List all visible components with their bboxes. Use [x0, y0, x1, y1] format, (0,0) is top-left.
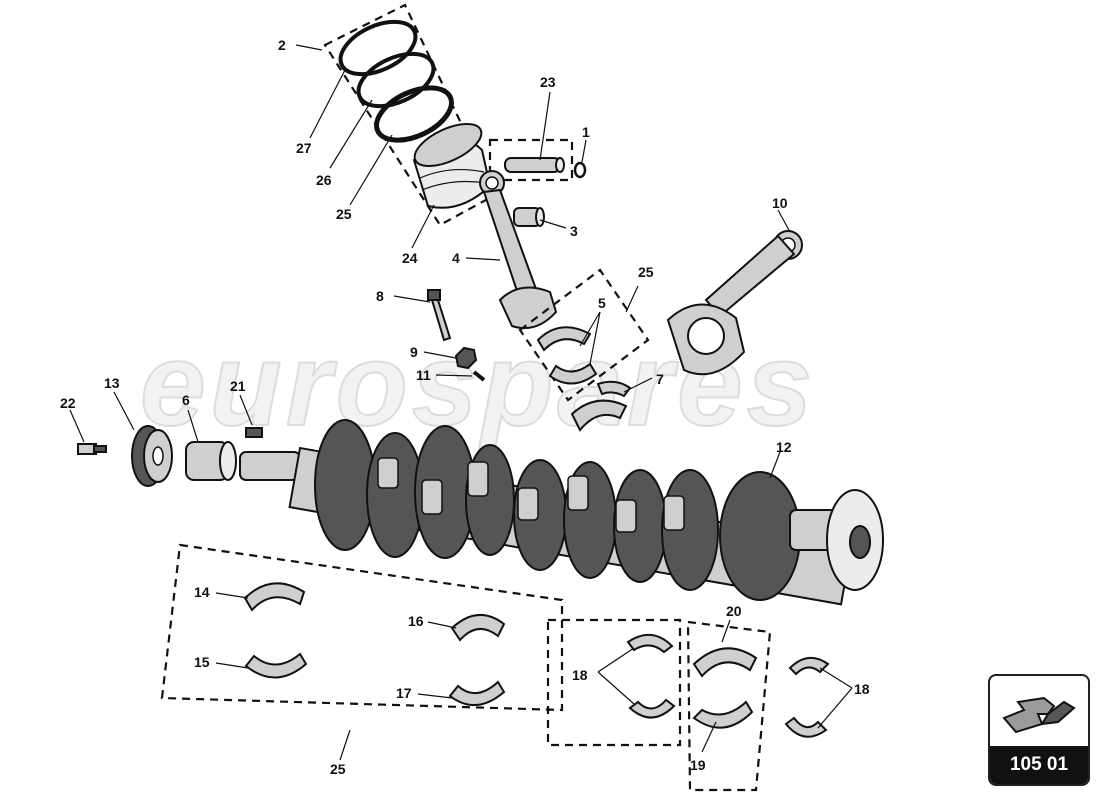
- callout-9: 9: [410, 344, 418, 360]
- small-end-bush: [513, 207, 545, 227]
- connecting-rod-4: [479, 170, 558, 330]
- callout-13: 13: [104, 375, 120, 391]
- callout-11: 11: [416, 367, 431, 383]
- rod-nut: [454, 346, 478, 370]
- callout-24: 24: [402, 250, 418, 266]
- crankshaft: [239, 419, 884, 606]
- callout-18-right: 18: [854, 681, 870, 697]
- arrow-back-icon: [1002, 696, 1076, 734]
- callout-7: 7: [656, 371, 664, 387]
- callout-5: 5: [598, 295, 606, 311]
- callout-15: 15: [194, 654, 210, 670]
- crank-gear: [131, 425, 173, 487]
- callout-18-left: 18: [572, 667, 588, 683]
- woodruff-key: [245, 427, 263, 438]
- piston-ring-26: [356, 51, 436, 109]
- callout-4: 4: [452, 250, 460, 266]
- main-bearing-shell-17: [448, 680, 506, 707]
- callout-2: 2: [278, 37, 286, 53]
- rod-bearing-shell-7: [570, 380, 632, 432]
- reference-badge[interactable]: 105 01: [988, 674, 1090, 786]
- thrust-washer-lower: [628, 698, 676, 719]
- callout-27: 27: [296, 140, 312, 156]
- callout-6: 6: [182, 392, 190, 408]
- callout-8: 8: [376, 288, 384, 304]
- reference-code: 105 01: [990, 746, 1088, 784]
- rear-bearing-shell-20: [692, 647, 758, 678]
- piston-ring-27: [338, 19, 418, 77]
- thrust-washer-right-lower: [784, 716, 828, 738]
- circlip: [573, 161, 587, 179]
- callout-25-piston: 25: [336, 206, 352, 222]
- leader-lines: [69, 44, 853, 761]
- piston-ring-25: [374, 85, 454, 143]
- callout-20: 20: [726, 603, 742, 619]
- callout-25-main: 25: [330, 761, 346, 777]
- callout-10: 10: [772, 195, 788, 211]
- main-bearing-shell-15: [244, 652, 308, 679]
- connecting-rod-10: [666, 230, 803, 376]
- rod-bolt: [427, 289, 452, 342]
- group-box-main-bearings: [160, 543, 564, 712]
- rod-bearing-shell-upper: [536, 326, 592, 352]
- thrust-washer-right-upper: [788, 657, 830, 676]
- callout-3: 3: [570, 223, 578, 239]
- callout-1: 1: [582, 124, 590, 140]
- callout-21: 21: [230, 378, 246, 394]
- callout-14: 14: [194, 584, 210, 600]
- callout-22: 22: [60, 395, 76, 411]
- callout-23: 23: [540, 74, 556, 90]
- main-bearing-shell-16: [450, 614, 506, 642]
- callout-25-rod: 25: [638, 264, 654, 280]
- group-box-wrist-pin: [488, 138, 574, 182]
- main-bearing-shell-14: [243, 582, 306, 612]
- piston: [412, 122, 492, 209]
- crank-spacer: [185, 441, 237, 481]
- callout-12: 12: [776, 439, 792, 455]
- pulley-bolt: [77, 443, 107, 455]
- callout-16: 16: [408, 613, 424, 629]
- callout-17: 17: [396, 685, 412, 701]
- callout-26: 26: [316, 172, 332, 188]
- group-box-thrust-washers: [546, 618, 682, 747]
- dowel-pin: [472, 370, 486, 382]
- wrist-pin: [504, 157, 565, 173]
- group-box-rear-bearings: [686, 620, 772, 792]
- thrust-washer-upper: [626, 634, 674, 654]
- rear-bearing-shell-19: [692, 700, 754, 729]
- callout-19: 19: [690, 757, 706, 773]
